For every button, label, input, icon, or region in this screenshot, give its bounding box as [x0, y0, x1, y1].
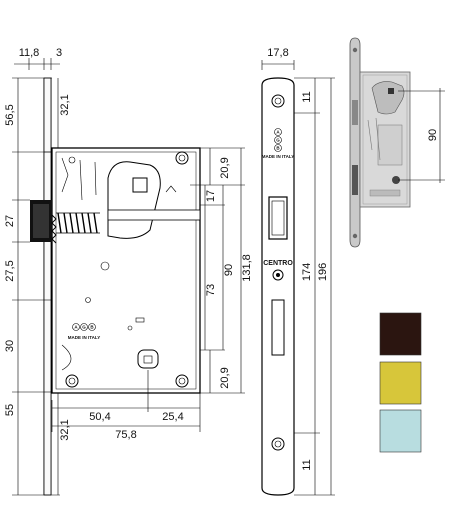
dim-3: 3 [56, 47, 62, 59]
dim-55: 55 [4, 404, 16, 416]
dim-32-1-bottom: 32,1 [59, 419, 71, 440]
brand-letter: A [276, 130, 280, 135]
lock-photo: 90 [349, 37, 445, 248]
side-faceplate [43, 77, 52, 496]
dim-90: 90 [223, 264, 235, 276]
brand-letter: B [276, 146, 280, 151]
dim-11-8: 11,8 [19, 47, 40, 59]
latch-spring [56, 212, 100, 234]
dim-131-8: 131,8 [241, 254, 253, 282]
lock-body: A G B MADE IN ITALY [30, 147, 201, 394]
dim-75-8: 75,8 [115, 429, 136, 441]
finish-swatch-brown [379, 312, 422, 356]
dim-25-4: 25,4 [162, 411, 183, 423]
finish-swatches [379, 312, 422, 453]
brand-letter: B [90, 325, 94, 330]
dim-20-9-top: 20,9 [219, 157, 231, 178]
dim-front-11-bottom: 11 [301, 459, 313, 470]
dim-front-196: 196 [317, 263, 329, 281]
dim-20-9-bottom: 20,9 [219, 367, 231, 388]
dim-front-17-8: 17,8 [267, 47, 288, 59]
dim-27: 27 [4, 215, 16, 227]
centro-label: CENTRO [263, 260, 293, 267]
bottom-dimensions: 50,4 25,4 75,8 [51, 370, 201, 441]
dim-30: 30 [4, 340, 16, 352]
photo-dim-90: 90 [427, 129, 439, 141]
made-in-italy-label: MADE IN ITALY [68, 335, 101, 340]
brand-letter: A [74, 325, 78, 330]
dim-32-1-top: 32,1 [59, 94, 71, 115]
dim-73: 73 [205, 284, 217, 296]
finish-swatch-gold [379, 361, 422, 405]
dim-50-4: 50,4 [89, 411, 110, 423]
body-right-dimensions: 20,9 17 73 90 131,8 20,9 [190, 147, 253, 394]
dim-front-174: 174 [301, 263, 313, 281]
made-in-italy-label: MADE IN ITALY [262, 154, 295, 159]
front-faceplate: A G B MADE IN ITALY CENTRO [261, 77, 295, 496]
finish-swatch-satin [379, 409, 422, 453]
dim-27-5: 27,5 [4, 260, 16, 281]
brand-letter: G [82, 325, 86, 330]
left-dimensions: 11,8 3 56,5 27 27,5 30 55 32,1 32,1 [4, 47, 71, 496]
dim-17: 17 [205, 190, 217, 202]
dim-front-11-top: 11 [301, 91, 313, 102]
faceplate-dimensions: 17,8 11 174 196 11 [261, 47, 335, 496]
dim-56-5: 56,5 [4, 104, 16, 125]
brand-letter: G [276, 138, 280, 143]
